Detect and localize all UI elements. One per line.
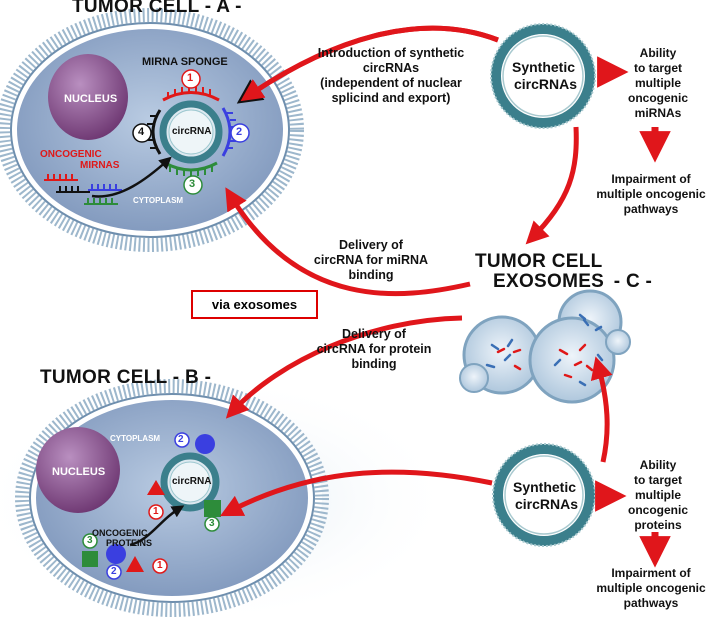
exosomes-suffix: - C - — [613, 271, 653, 292]
impair-bottom-line-2: multiple oncogenic — [596, 581, 706, 595]
oncogenic-proteins-label-1: ONCOGENIC — [92, 528, 148, 538]
ability-mirna-line-1: Ability — [639, 46, 677, 60]
delivery-protein-line-1: Delivery of — [342, 327, 406, 341]
ability-mirna-line-5: miRNAs — [634, 106, 682, 120]
oncogenic-mirnas-label-1: ONCOGENIC — [40, 149, 102, 160]
impair-top-line-3: pathways — [623, 202, 679, 216]
number-1-b-low: 1 — [157, 560, 163, 571]
synthetic-bottom-line1: Synthetic — [513, 479, 577, 495]
number-2-a: 2 — [236, 126, 243, 138]
tumor-cell-a — [0, 8, 304, 252]
oncogenic-proteins-label-2: PROTEINS — [106, 538, 153, 548]
tumor-cell-b — [0, 375, 455, 623]
number-3-b-low: 3 — [87, 535, 93, 546]
synthetic-circrna-top — [490, 23, 596, 129]
cytoplasm-label-b: CYTOPLASM — [110, 434, 161, 443]
impair-top-line-1: Impairment of — [611, 172, 691, 186]
intro-line-1: Introduction of synthetic — [317, 46, 465, 60]
synthetic-circrna-bottom — [492, 443, 596, 547]
title-exosomes-line2: EXOSOMES - C - — [493, 271, 652, 293]
nucleus-a — [48, 54, 128, 140]
ability-mirna-line-4: oncogenic — [627, 91, 688, 105]
synthetic-bottom-line2: circRNAs — [515, 496, 579, 512]
synthetic-top-line1: Synthetic — [512, 59, 576, 75]
title-cell-b: TUMOR CELL - B - — [40, 367, 212, 388]
number-4-a: 4 — [138, 126, 145, 138]
ability-prot-line-1: Ability — [639, 458, 677, 472]
ability-mirna-line-2: to target — [634, 61, 682, 75]
delivery-mirna-text: Delivery of circRNA for miRNA binding — [300, 238, 442, 283]
circrna-label-a: circRNA — [172, 126, 212, 137]
delivery-mirna-line-3: binding — [348, 268, 394, 282]
nucleus-label-a: NUCLEUS — [64, 93, 118, 105]
nucleus-b — [36, 427, 120, 513]
cytoplasm-label-a: CYTOPLASM — [133, 196, 184, 205]
number-1-b-mid: 1 — [153, 506, 159, 517]
ability-proteins-text: Ability to target multiple oncogenic pro… — [612, 458, 704, 533]
ability-mirna-line-3: multiple — [634, 76, 681, 90]
number-2-b-low: 2 — [111, 566, 117, 577]
intro-line-3: (independent of nuclear — [320, 76, 462, 90]
impair-top-line-2: multiple oncogenic — [596, 187, 706, 201]
delivery-mirna-line-1: Delivery of — [339, 238, 403, 252]
number-2-b-top: 2 — [178, 434, 184, 445]
number-3-b-mid: 3 — [209, 518, 215, 529]
delivery-protein-text: Delivery of circRNA for protein binding — [308, 327, 440, 372]
exosomes-word: EXOSOMES — [493, 271, 605, 292]
impairment-text-top: Impairment of multiple oncogenic pathway… — [590, 172, 708, 217]
oncogenic-mirnas-label-2: MIRNAS — [80, 160, 120, 171]
impair-bottom-line-3: pathways — [623, 596, 679, 610]
ability-prot-line-2: to target — [634, 473, 682, 487]
arrows — [219, 25, 671, 568]
impairment-text-bottom: Impairment of multiple oncogenic pathway… — [590, 566, 708, 611]
delivery-protein-line-3: binding — [351, 357, 397, 371]
ability-prot-line-4: oncogenic — [627, 503, 688, 517]
intro-line-2: circRNAs — [362, 61, 420, 75]
via-exosomes-box: via exosomes — [191, 290, 318, 319]
ability-prot-line-3: multiple — [634, 488, 681, 502]
impair-bottom-line-1: Impairment of — [611, 566, 691, 580]
delivery-protein-line-2: circRNA for protein — [316, 342, 432, 356]
title-cell-a: TUMOR CELL - A - — [72, 0, 242, 17]
synthetic-top-line2: circRNAs — [514, 76, 578, 92]
mirna-sponge-label: MIRNA SPONGE — [142, 56, 228, 68]
ability-mirnas-text: Ability to target multiple oncogenic miR… — [612, 46, 704, 121]
intro-line-4: splicind and export) — [331, 91, 451, 105]
ability-prot-line-5: proteins — [634, 518, 682, 532]
title-exosomes-line1: TUMOR CELL — [475, 251, 603, 272]
number-3-a: 3 — [189, 178, 196, 190]
nucleus-label-b: NUCLEUS — [52, 466, 106, 478]
number-1-a: 1 — [187, 72, 194, 84]
circrna-label-b: circRNA — [172, 476, 212, 487]
introduction-text: Introduction of synthetic circRNAs (inde… — [296, 46, 486, 106]
delivery-mirna-line-2: circRNA for miRNA — [313, 253, 429, 267]
